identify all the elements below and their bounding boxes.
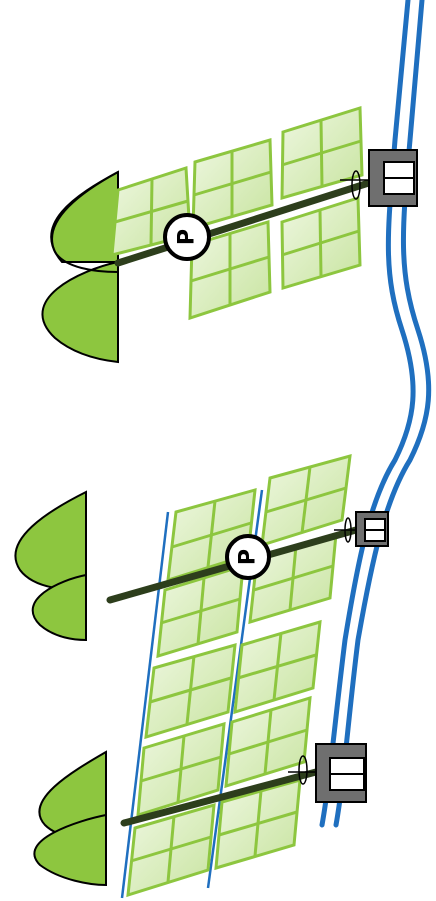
field-plot-icon bbox=[156, 563, 245, 659]
irrigation-pipe bbox=[120, 768, 320, 827]
ditch-line bbox=[120, 511, 170, 899]
crop-mound-icon bbox=[41, 170, 119, 364]
field-plot-icon bbox=[136, 721, 226, 818]
irrigation-system-bottom: P bbox=[14, 453, 389, 899]
field-plot-icon bbox=[191, 138, 274, 231]
pumping-station-icon bbox=[368, 149, 418, 207]
pump-label: P bbox=[236, 549, 261, 565]
field-plot-icon bbox=[144, 642, 237, 740]
field-plots-top bbox=[110, 105, 364, 321]
field-plot-icon bbox=[188, 219, 272, 321]
pumping-station-icon bbox=[355, 511, 389, 547]
pump-label: P bbox=[175, 229, 200, 245]
field-plot-icon bbox=[260, 453, 352, 548]
valve-icon bbox=[351, 170, 361, 200]
field-plot-icon bbox=[233, 619, 322, 715]
field-plot-icon bbox=[280, 195, 362, 291]
river bbox=[319, 0, 432, 828]
pump-icon: P bbox=[225, 534, 271, 580]
field-plot-icon bbox=[126, 802, 216, 898]
irrigation-system-top: P bbox=[41, 105, 418, 364]
crop-mound-icon bbox=[14, 490, 87, 642]
field-plot-icon bbox=[214, 777, 302, 871]
river-bank-right bbox=[333, 0, 432, 828]
field-plot-icon bbox=[224, 695, 312, 789]
pump-icon: P bbox=[163, 213, 211, 261]
field-plots-bottom bbox=[126, 453, 352, 898]
irrigation-pipe bbox=[114, 176, 382, 267]
crop-mound-icon bbox=[33, 750, 107, 887]
river-bank-left bbox=[319, 0, 416, 828]
pumping-station-icon bbox=[315, 743, 367, 803]
field-plot-icon bbox=[280, 105, 364, 201]
valve-icon bbox=[298, 755, 308, 785]
